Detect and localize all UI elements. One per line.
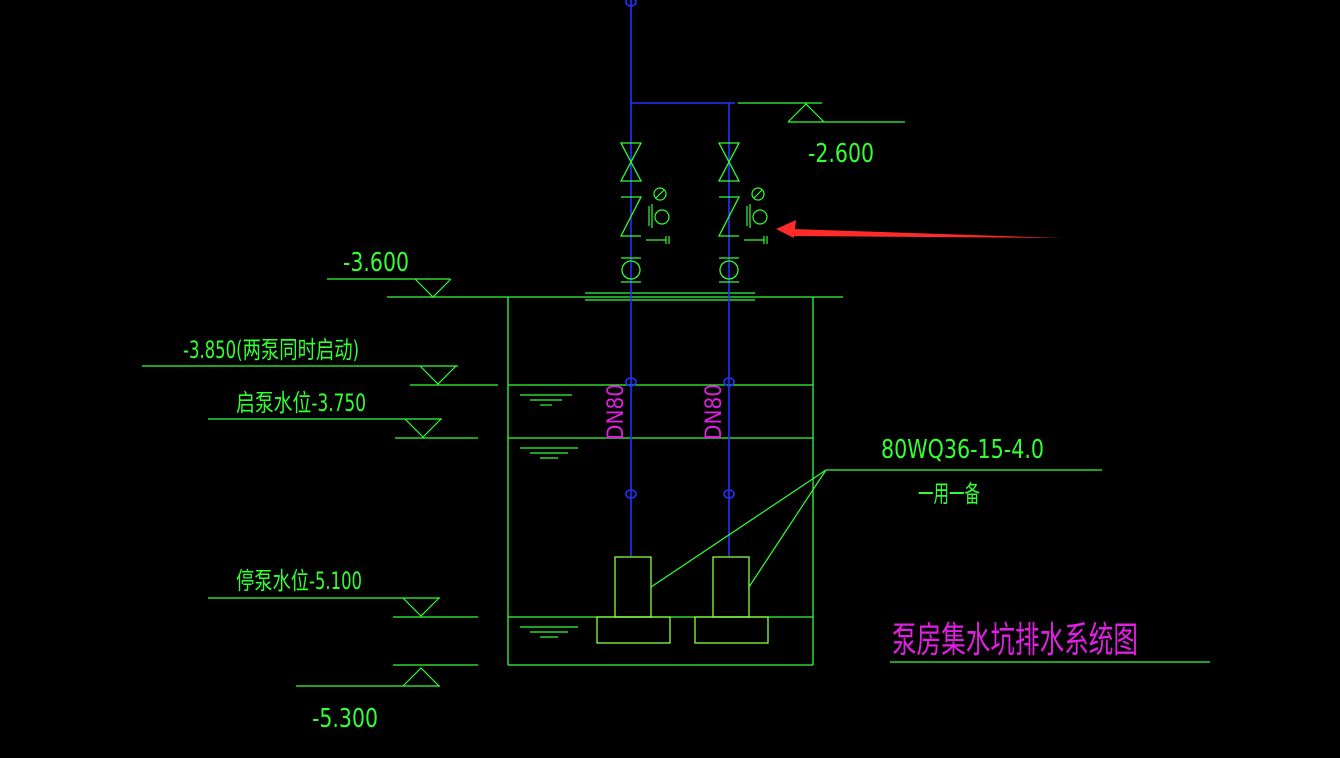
- gate-valve-icon: [619, 142, 741, 182]
- start-level-label: 启泵水位-3.750: [236, 389, 366, 417]
- pipe-size-right-label: DN80: [702, 384, 727, 440]
- elevation-marker-icon: [142, 102, 905, 687]
- pump-leader: [650, 469, 1102, 588]
- elevation-both-pumps-label: -3.850(两泵同时启动): [183, 336, 359, 364]
- pumps: [596, 556, 769, 644]
- elevation-top-label: -2.600: [808, 139, 874, 169]
- drawing-title: 泵房集水坑排水系统图: [892, 620, 1138, 661]
- pipe-size-left-label: DN80: [604, 384, 629, 440]
- elevation-ground-label: -3.600: [343, 248, 409, 278]
- water-level-icon: [520, 394, 578, 638]
- check-valve-icon: [619, 196, 741, 237]
- pressure-gauge-icon: [646, 187, 768, 244]
- elevation-bottom-label: -5.300: [312, 704, 378, 734]
- discharge-pipes: [625, 0, 735, 556]
- arrow-pointer-icon: [776, 220, 1062, 238]
- pump-config-label: 一用一备: [918, 480, 980, 508]
- stop-level-label: 停泵水位-5.100: [236, 567, 362, 595]
- pump-model-label: 80WQ36-15-4.0: [881, 435, 1044, 465]
- flexible-joint-icon: [621, 257, 739, 283]
- sump-pit: [387, 292, 843, 666]
